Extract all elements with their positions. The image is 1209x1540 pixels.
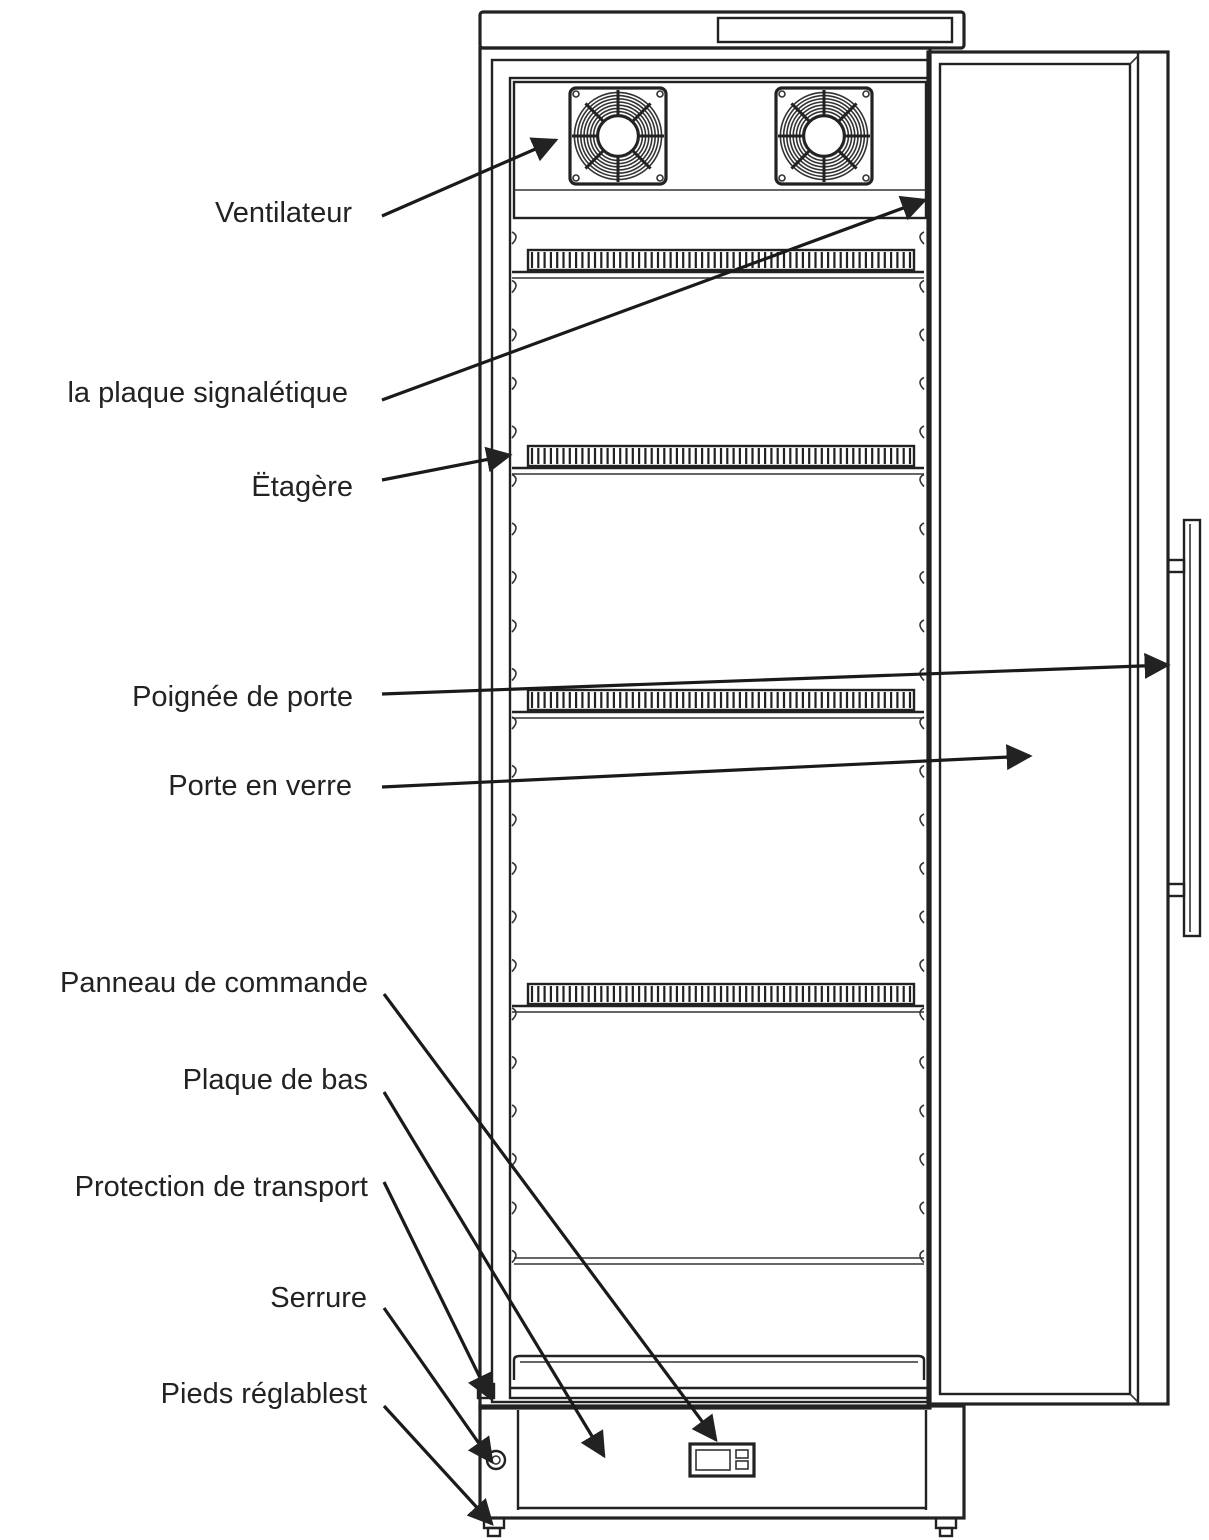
- leader-ventilateur: [381, 137, 559, 218]
- shelf: [512, 248, 924, 279]
- door-handle: [1166, 518, 1202, 938]
- bottom-interior: [510, 1257, 930, 1390]
- glass-door: [926, 50, 1170, 1406]
- label-panneau: Panneau de commande: [60, 967, 368, 999]
- leader-lines: [381, 137, 1171, 1526]
- fan-housing: [512, 80, 928, 220]
- leader-panneau: [382, 993, 718, 1443]
- fan-right-icon: [774, 86, 874, 186]
- leader-serrure: [382, 1307, 494, 1465]
- label-plaque-bas: Plaque de bas: [183, 1064, 368, 1096]
- label-poignee: Poignée de porte: [132, 681, 353, 713]
- shelf: [512, 444, 924, 475]
- base-plate: [478, 1404, 966, 1520]
- shelf-supports: [511, 231, 925, 1264]
- label-porte-verre: Porte en verre: [168, 770, 352, 802]
- leader-plaque-signaletique: [381, 195, 928, 402]
- leader-porte-verre: [381, 744, 1033, 789]
- label-protection: Protection de transport: [75, 1171, 368, 1203]
- shelf: [512, 982, 924, 1013]
- label-plaque-signaletique: la plaque signalétique: [67, 377, 348, 409]
- leader-etagere: [381, 446, 513, 482]
- leader-pieds: [382, 1404, 494, 1526]
- label-etagere: Ëtagère: [251, 471, 353, 503]
- fridge-cabinet: [478, 10, 966, 1410]
- label-pieds: Pieds réglablest: [161, 1378, 367, 1410]
- leader-plaque-bas: [382, 1091, 606, 1459]
- labels: Ventilateur la plaque signalétique Ëtagè…: [60, 197, 368, 1410]
- control-panel: [688, 1442, 756, 1478]
- label-serrure: Serrure: [270, 1282, 367, 1314]
- leader-protection: [382, 1181, 492, 1401]
- leader-poignee: [381, 652, 1171, 696]
- label-ventilateur: Ventilateur: [215, 197, 352, 229]
- fan-left-icon: [568, 86, 668, 186]
- adjustable-feet: [482, 1516, 958, 1538]
- shelf: [512, 688, 924, 719]
